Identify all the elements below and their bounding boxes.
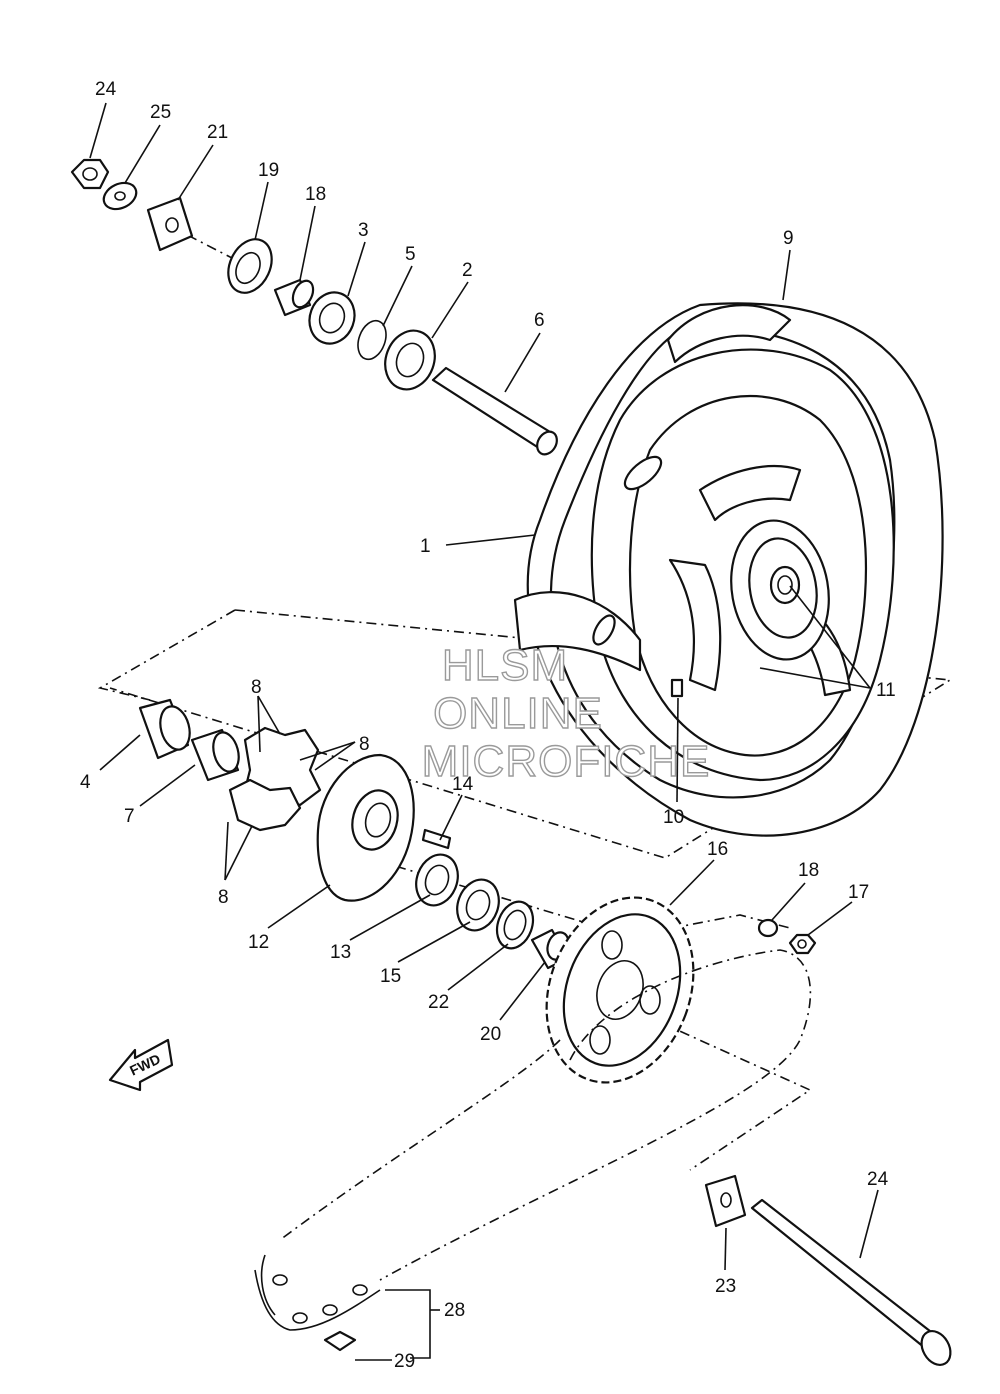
watermark-line-2: ONLINE bbox=[433, 689, 603, 738]
callout-3: 3 bbox=[358, 220, 369, 241]
callout-13: 13 bbox=[330, 942, 351, 963]
nut-26[interactable] bbox=[70, 158, 110, 190]
drive-chain-28[interactable] bbox=[254, 949, 812, 1331]
bearing-2[interactable] bbox=[377, 324, 443, 397]
callout-29: 29 bbox=[394, 1351, 415, 1372]
collar-7[interactable] bbox=[190, 728, 243, 782]
watermark-line-3: MICROFICHE bbox=[422, 737, 711, 786]
callout-6: 6 bbox=[534, 310, 545, 331]
fwd-arrow-icon: FWD bbox=[108, 1038, 174, 1092]
callout-8-bottom: 8 bbox=[218, 887, 229, 908]
callout-19: 18 bbox=[305, 184, 326, 205]
callout-9: 9 bbox=[783, 228, 794, 249]
rear-wheel[interactable] bbox=[513, 302, 944, 837]
callout-labels: 24 25 21 19 18 3 5 2 6 9 1 11 10 8 8 8 4… bbox=[80, 79, 896, 1372]
callout-7: 7 bbox=[124, 806, 135, 827]
bearing-13[interactable] bbox=[409, 849, 464, 912]
callout-25: 24 bbox=[867, 1169, 889, 1190]
leader-lines bbox=[89, 102, 879, 1361]
callout-26: 24 bbox=[95, 79, 117, 100]
callout-5: 5 bbox=[405, 244, 416, 265]
stud-16[interactable] bbox=[421, 828, 452, 850]
clutch-hub-12[interactable] bbox=[316, 753, 415, 902]
washer-18[interactable] bbox=[757, 918, 779, 938]
spacer-6[interactable] bbox=[431, 366, 561, 458]
washer-27[interactable] bbox=[100, 178, 141, 214]
callout-8-top: 8 bbox=[251, 677, 262, 698]
circlip-22[interactable] bbox=[491, 897, 539, 954]
damper-8[interactable] bbox=[228, 726, 322, 832]
bearing-4[interactable] bbox=[138, 698, 194, 760]
callout-10: 10 bbox=[663, 807, 684, 828]
callout-15: 16 bbox=[707, 839, 728, 860]
callout-22: 22 bbox=[428, 992, 449, 1013]
chain-puller-23[interactable] bbox=[146, 196, 194, 252]
callout-2: 2 bbox=[462, 260, 473, 281]
oil-seal-3[interactable] bbox=[302, 286, 361, 350]
callout-21: 20 bbox=[480, 1024, 501, 1045]
oil-seal-14[interactable] bbox=[450, 874, 505, 937]
callout-20: 19 bbox=[258, 160, 279, 181]
nut-17[interactable] bbox=[788, 933, 817, 955]
dust-cover-20[interactable] bbox=[220, 232, 280, 300]
watermark-line-1: HLSM bbox=[442, 641, 568, 690]
callout-12: 12 bbox=[248, 932, 269, 953]
chain-puller-24[interactable] bbox=[704, 1174, 747, 1228]
chain-joint-29[interactable] bbox=[323, 1330, 357, 1352]
callout-17: 17 bbox=[848, 882, 869, 903]
callout-23: 21 bbox=[207, 122, 228, 143]
watermark: HLSM ONLINE MICROFICHE bbox=[421, 640, 711, 786]
callout-14: 15 bbox=[380, 966, 401, 987]
callout-24: 23 bbox=[715, 1276, 736, 1297]
sprocket-15[interactable] bbox=[522, 877, 719, 1103]
callout-11: 11 bbox=[876, 680, 896, 701]
callout-1: 1 bbox=[420, 536, 431, 557]
callout-4: 4 bbox=[80, 772, 91, 793]
callout-8-right: 8 bbox=[359, 734, 370, 755]
collar-19[interactable] bbox=[273, 278, 317, 317]
wheel-axle-25[interactable] bbox=[750, 1198, 956, 1370]
callout-27: 25 bbox=[150, 102, 171, 123]
callout-16: 14 bbox=[452, 774, 474, 795]
callout-18: 18 bbox=[798, 860, 819, 881]
callout-28: 28 bbox=[444, 1300, 465, 1321]
circlip-5[interactable] bbox=[353, 317, 391, 363]
